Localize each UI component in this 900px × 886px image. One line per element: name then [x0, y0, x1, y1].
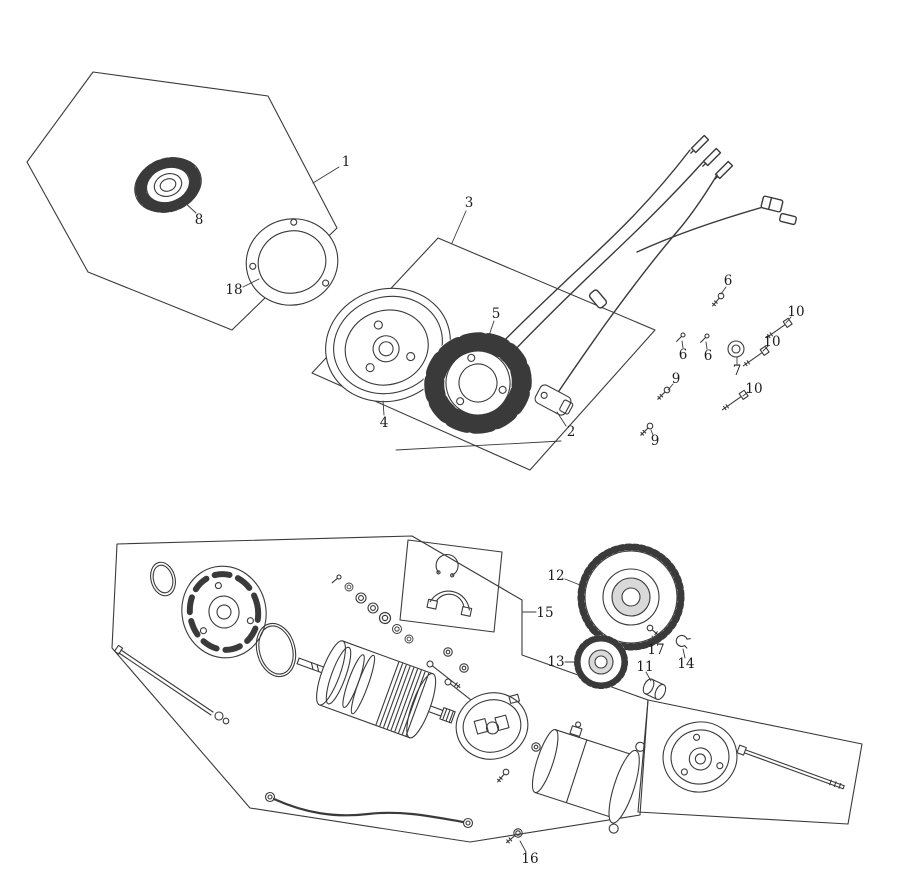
callout-3: 3 — [465, 195, 474, 211]
battery-cable — [264, 791, 474, 829]
o-ring-large — [255, 622, 297, 678]
screw-6b — [674, 331, 687, 344]
spade-terminal — [687, 134, 710, 157]
callout-8: 8 — [195, 212, 204, 228]
callout-2: 2 — [567, 424, 576, 440]
cover-plate — [245, 218, 339, 306]
callout-12: 12 — [547, 568, 564, 584]
callout-17: 17 — [647, 642, 664, 658]
callout-13: 13 — [547, 654, 564, 670]
callout-15: 15 — [536, 605, 553, 621]
pickup-coil — [534, 384, 574, 416]
callout-11: 11 — [636, 659, 653, 675]
callout-10b: 10 — [763, 334, 780, 350]
wire-clamp — [588, 289, 608, 309]
callout-16: 16 — [521, 851, 538, 867]
flywheel-rotor — [325, 287, 451, 403]
screw-small — [494, 767, 511, 785]
driven-sprocket-12 — [576, 542, 686, 652]
leader-lines — [181, 166, 792, 853]
callout-6c: 6 — [704, 348, 713, 364]
callout-10c: 10 — [745, 381, 762, 397]
callout-6a: 6 — [724, 273, 733, 289]
o-ring-small — [150, 561, 176, 597]
screw-9a — [655, 385, 672, 402]
roller-11 — [642, 678, 667, 701]
drive-sprocket-13 — [574, 635, 628, 689]
starter-motor-assembled — [531, 721, 646, 834]
brush-spring — [459, 663, 469, 673]
connector-block — [760, 195, 784, 213]
brush-spring — [443, 647, 453, 657]
gear-cover-assembled — [662, 721, 738, 793]
bolt-10c — [719, 389, 749, 414]
region-outline-starter — [111, 535, 649, 843]
brush-spring — [531, 742, 541, 752]
wiring-harness — [494, 134, 798, 392]
region-outline-brush-box — [399, 539, 503, 633]
retaining-ring — [435, 553, 459, 578]
connector-block-small — [778, 212, 798, 226]
callout-9b: 9 — [651, 433, 660, 449]
armature — [296, 640, 456, 739]
callout-labels: 1 2 3 4 5 6 6 6 7 8 9 9 10 10 10 11 12 1… — [195, 154, 805, 867]
callout-6b: 6 — [679, 347, 688, 363]
callout-5: 5 — [492, 306, 501, 322]
callout-7: 7 — [733, 363, 742, 379]
spade-terminal — [699, 147, 722, 170]
long-bolt — [736, 744, 845, 790]
screw-6a — [709, 291, 726, 309]
drive-end-cover — [181, 565, 267, 659]
spade-terminal — [711, 160, 734, 183]
callout-1: 1 — [342, 154, 351, 170]
callout-18: 18 — [225, 282, 242, 298]
diagram-linework — [26, 71, 863, 853]
stator — [423, 331, 533, 435]
screw-6c — [698, 332, 711, 345]
tie-rod — [114, 644, 230, 725]
brush-holder — [426, 590, 473, 617]
callout-4: 4 — [380, 415, 389, 431]
callout-9a: 9 — [672, 371, 681, 387]
brush-end-cap — [455, 692, 529, 760]
region-outline-motor-box — [637, 699, 863, 825]
starter-clutch — [134, 157, 202, 213]
callout-10a: 10 — [787, 304, 804, 320]
spacer-7 — [727, 340, 745, 358]
callout-14: 14 — [677, 656, 694, 672]
clip-14 — [675, 634, 691, 649]
region-outline-clutch — [26, 71, 338, 331]
